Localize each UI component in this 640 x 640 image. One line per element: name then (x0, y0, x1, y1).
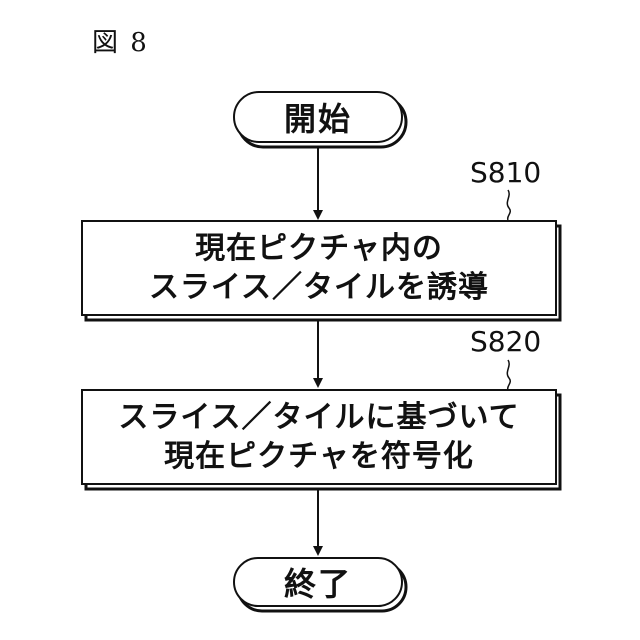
start-label-text: 開始 (284, 94, 352, 140)
s820-line2: 現在ピクチャを符号化 (164, 437, 474, 476)
s810-step-label: S810 (470, 156, 541, 189)
s820-step-label: S820 (470, 325, 541, 358)
end-label: 終了 (234, 558, 402, 606)
s820-line1: スライス／タイルに基づいて (118, 398, 519, 437)
s810-leader (507, 190, 510, 220)
s810-line1: 現在ピクチャ内の (195, 229, 443, 268)
s810-line2: スライス／タイルを誘導 (149, 268, 489, 307)
start-label: 開始 (234, 92, 402, 142)
s820-text: スライス／タイルに基づいて 現在ピクチャを符号化 (82, 390, 556, 484)
s810-text: 現在ピクチャ内の スライス／タイルを誘導 (82, 221, 556, 315)
end-label-text: 終了 (284, 559, 352, 605)
s820-leader (507, 360, 510, 390)
